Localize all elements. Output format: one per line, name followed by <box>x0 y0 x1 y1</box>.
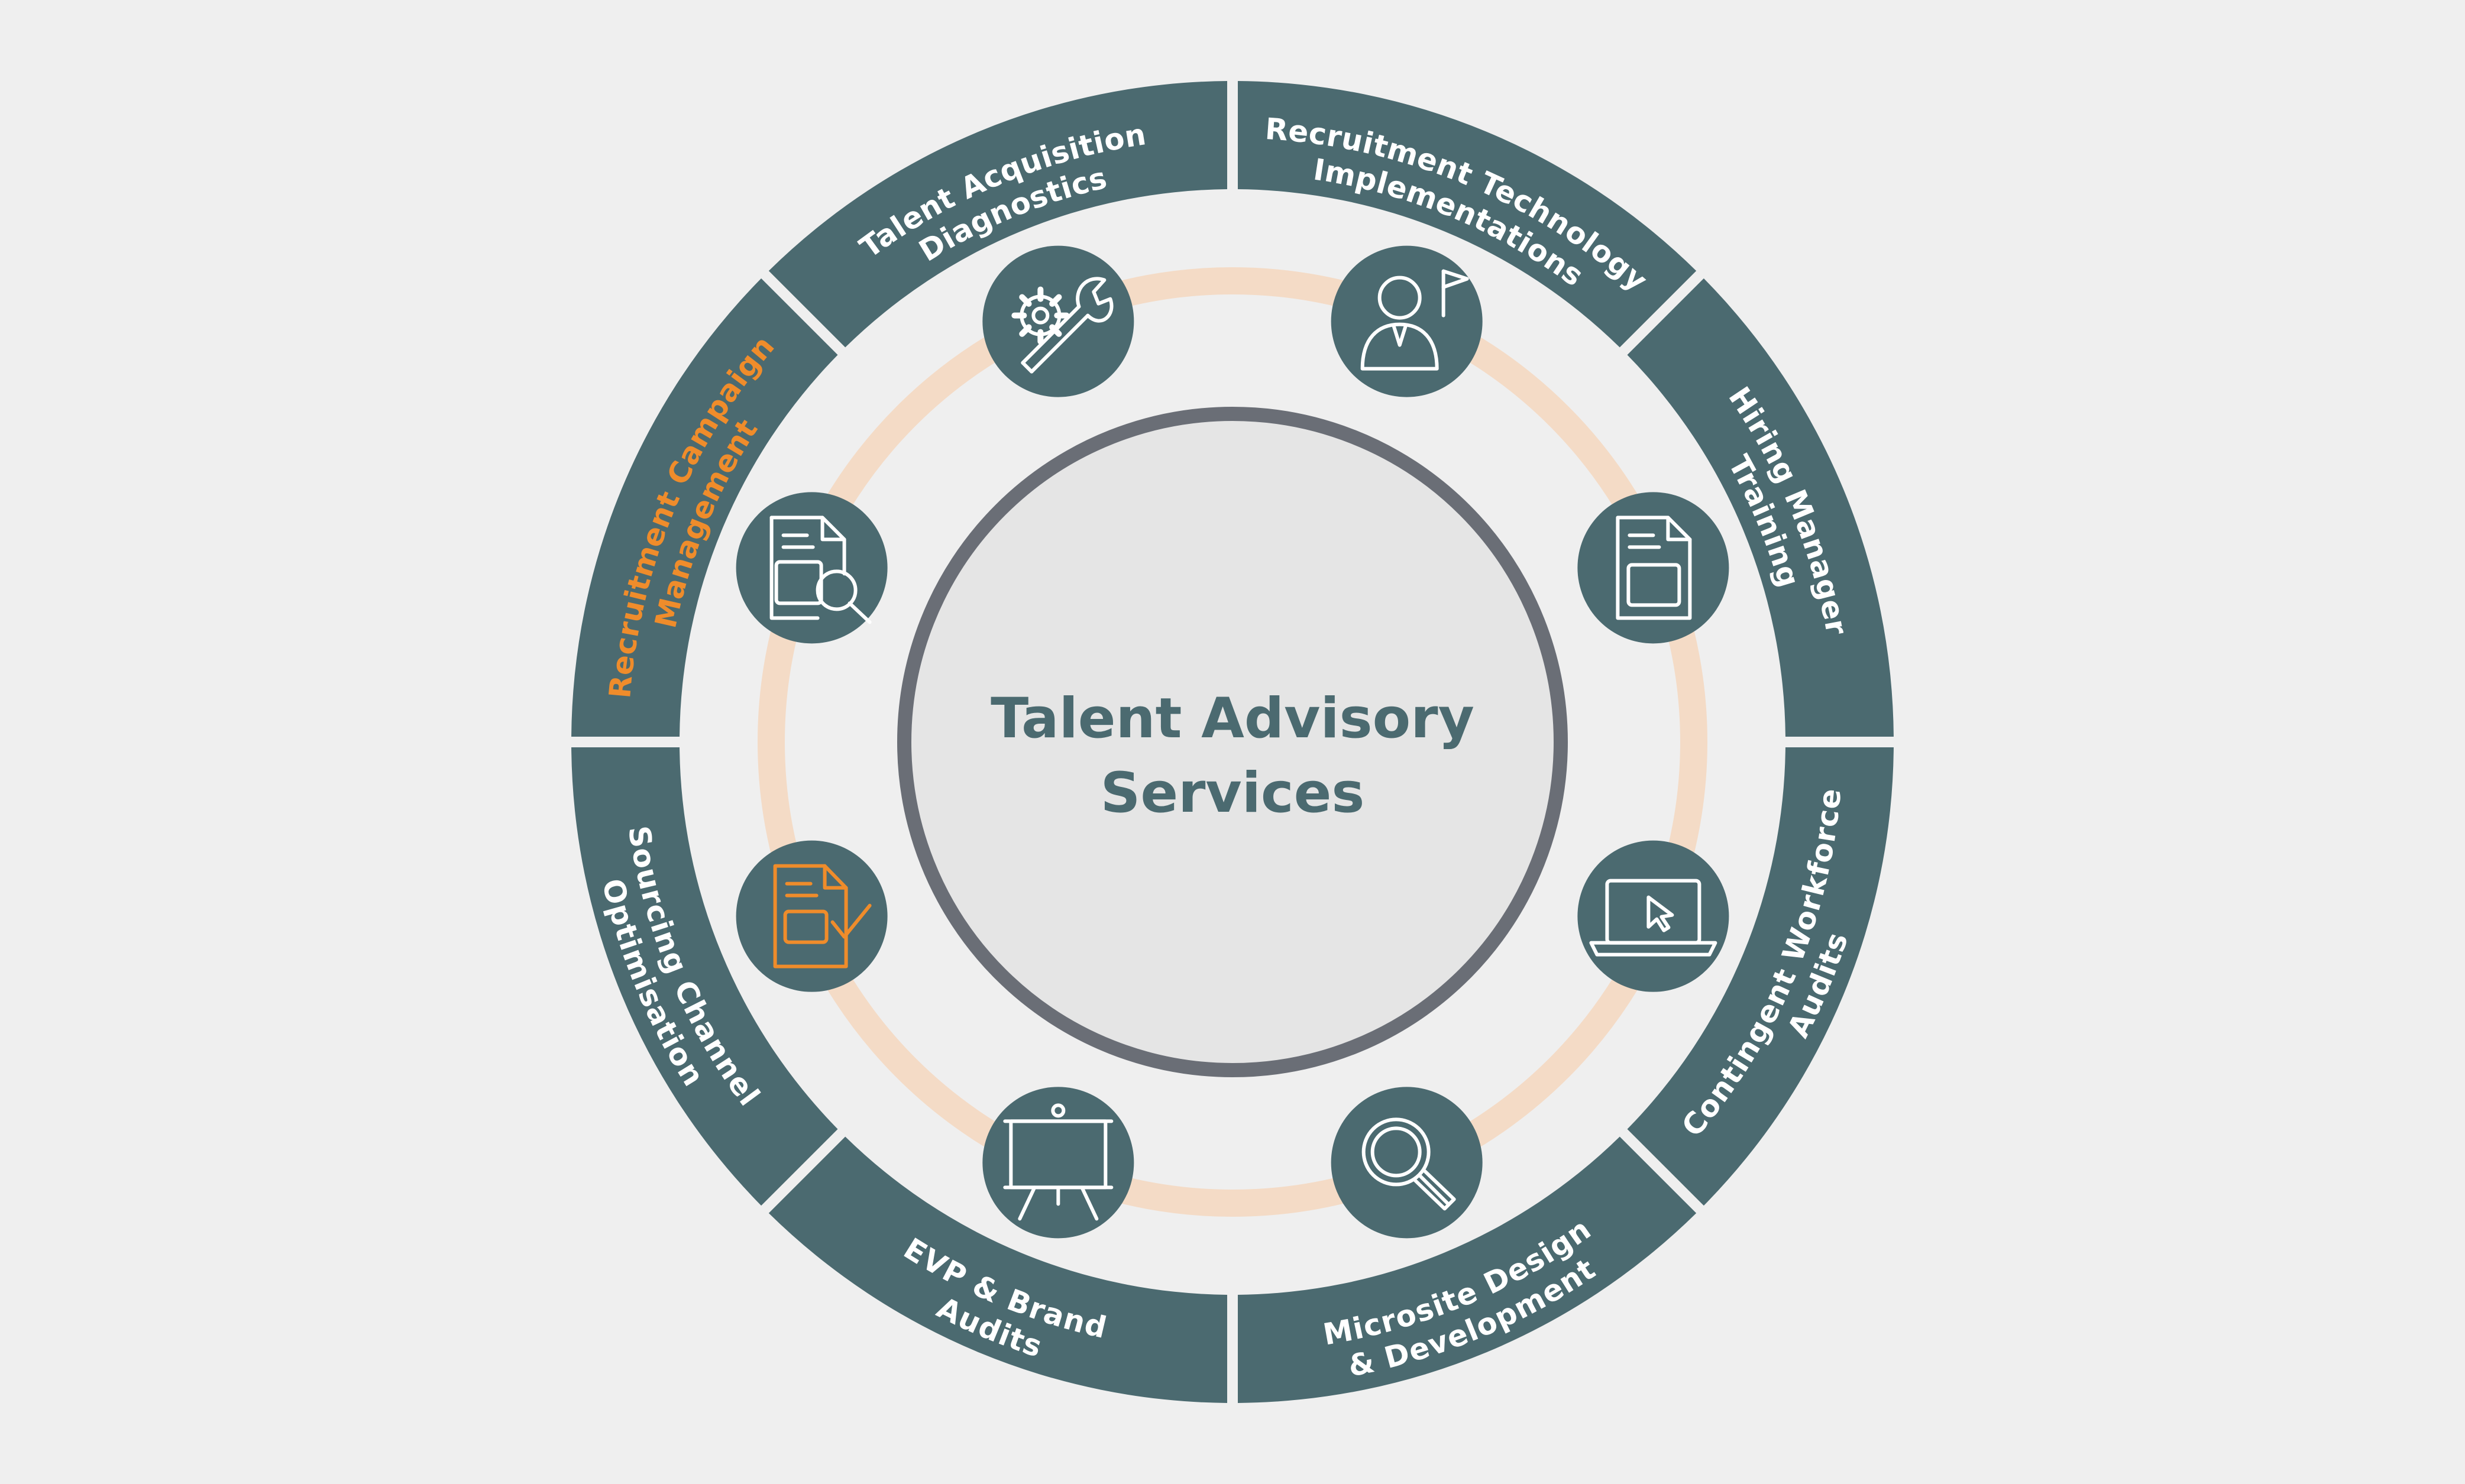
segment-1 <box>1237 81 1697 348</box>
segment-4 <box>1237 1136 1697 1403</box>
manager-flag-icon <box>1360 269 1469 371</box>
document-check-icon <box>773 864 872 968</box>
laptop-cursor-badge <box>1577 840 1729 992</box>
presentation-board-badge <box>982 1087 1134 1239</box>
presentation-board-icon <box>1003 1103 1114 1221</box>
center-disc <box>897 407 1568 1077</box>
icon-badge-circle <box>1577 840 1729 992</box>
manager-flag-badge <box>1331 245 1483 397</box>
segment-5 <box>768 1136 1228 1403</box>
segment-3 <box>1627 747 1894 1206</box>
laptop-cursor-icon <box>1589 879 1717 957</box>
segment-6 <box>571 747 838 1206</box>
document-badge <box>1577 492 1729 644</box>
center-title-line-1: Talent Advisory <box>991 686 1474 751</box>
outer-segment-ring: Recruitment TechnologyImplementationsHir… <box>571 81 1894 1403</box>
document-icon <box>1616 516 1692 620</box>
magnifier-icon <box>1361 1117 1456 1211</box>
center-hub: Talent Advisory Services <box>897 407 1568 1077</box>
center-title-line-2: Services <box>1101 761 1365 825</box>
icon-badge-circle <box>1331 1087 1483 1239</box>
document-search-icon <box>769 516 872 624</box>
icon-badge-circle <box>1577 492 1729 644</box>
document-search-badge <box>736 492 888 644</box>
document-check-badge <box>736 840 888 992</box>
gear-wrench-icon <box>1011 277 1114 374</box>
icon-badge-circle <box>736 840 888 992</box>
segment-2 <box>1627 278 1894 737</box>
segment-8 <box>768 81 1228 348</box>
gear-wrench-badge <box>982 245 1134 397</box>
icon-badge-circle <box>982 1087 1134 1239</box>
segment-7 <box>571 278 838 737</box>
icon-badge-circle <box>736 492 888 644</box>
connector-ring <box>758 267 1707 1217</box>
magnifier-badge <box>1331 1087 1483 1239</box>
icon-badge-circle <box>1331 245 1483 397</box>
icon-ring <box>736 245 1729 1239</box>
